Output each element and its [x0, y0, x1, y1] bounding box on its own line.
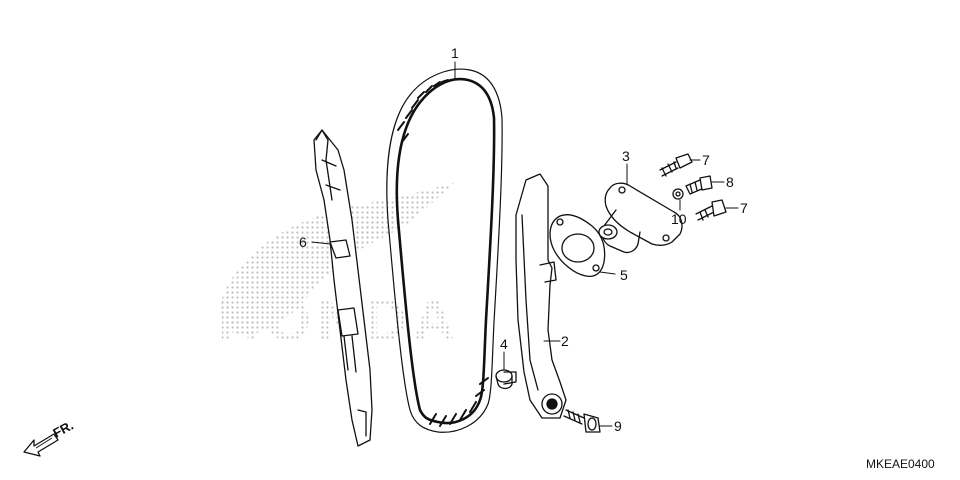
callout-4: 4 [500, 336, 508, 352]
tensioner-gasket [549, 214, 606, 278]
callout-6: 6 [299, 234, 307, 250]
cam-chain-guide [313, 129, 373, 447]
leader-lines [311, 61, 739, 427]
callout-7-lower: 7 [740, 200, 748, 216]
bolt-upper [659, 153, 693, 177]
callout-9: 9 [614, 418, 622, 434]
callout-2: 2 [561, 333, 569, 349]
flange-bolt-9 [563, 409, 601, 433]
callout-3: 3 [622, 148, 630, 164]
front-direction-arrow: FR. [23, 418, 76, 457]
cam-chain-tensioner-lifter [598, 182, 683, 254]
callout-7-upper: 7 [702, 152, 710, 168]
callout-5: 5 [620, 267, 628, 283]
washer-10 [672, 188, 684, 200]
callout-10: 10 [671, 211, 687, 227]
cam-chain [386, 68, 503, 433]
callout-1: 1 [451, 45, 459, 61]
bolt-lower [695, 199, 727, 221]
callout-8: 8 [726, 174, 734, 190]
cam-chain-tensioner-slider [515, 173, 567, 419]
callouts: 1 2 3 4 5 6 7 8 10 7 9 [299, 45, 748, 434]
bolt-8 [685, 175, 713, 195]
collar [495, 369, 517, 390]
diagram-code: MKEAE0400 [866, 457, 935, 471]
